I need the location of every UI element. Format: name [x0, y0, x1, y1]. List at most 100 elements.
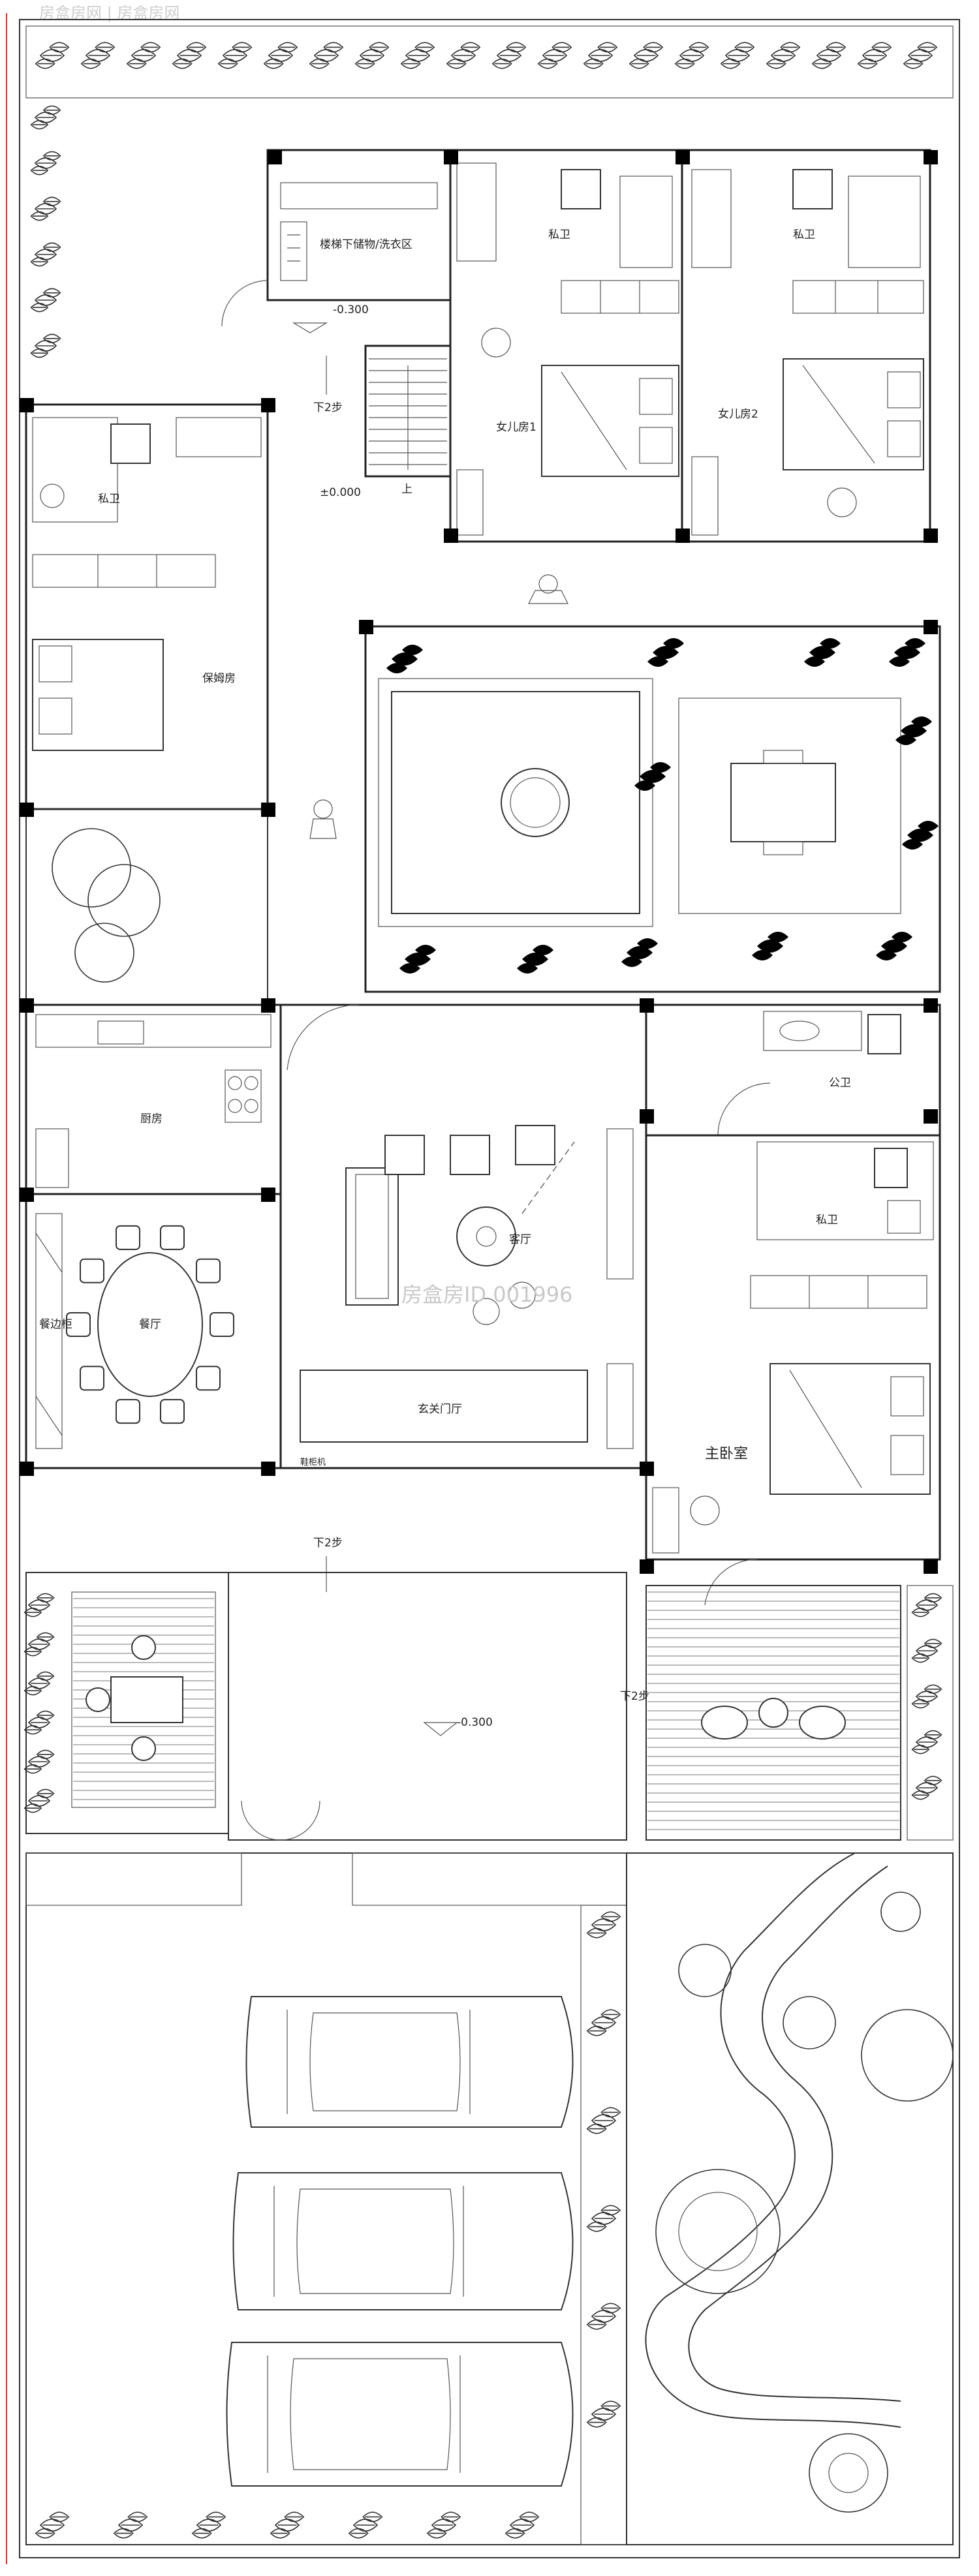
plant-leaf-icon: [915, 1645, 939, 1657]
plant-leaf-icon: [881, 940, 907, 953]
plant-leaf-icon: [27, 1756, 51, 1768]
master-label: 主卧室: [705, 1446, 748, 1462]
plant-leaf-icon: [34, 340, 57, 352]
plant-leaf-icon: [402, 645, 423, 655]
column: [924, 1559, 938, 1574]
column: [268, 150, 282, 164]
dining-chair: [80, 1366, 105, 1391]
plant-leaf-icon: [633, 49, 659, 62]
plant-leaf-icon: [757, 940, 783, 953]
plant-leaf-icon: [27, 1795, 51, 1807]
plant-leaf-icon: [85, 49, 111, 62]
plant-leaf-icon: [30, 303, 49, 313]
plant-leaf-icon: [911, 716, 932, 727]
plant-leaf-icon: [871, 42, 892, 53]
down-2-steps-mid: 下2步: [313, 1537, 343, 1550]
right-terrace: 下2步: [620, 1585, 954, 1841]
plant-leaf-icon: [268, 49, 294, 62]
plant-leaf-icon: [352, 2519, 379, 2532]
daughter2-bath-label: 私卫: [793, 228, 815, 241]
plant-leaf-icon: [196, 2519, 222, 2532]
plant-leaf-icon: [924, 1638, 942, 1648]
plant-leaf-icon: [915, 1691, 939, 1702]
plant-leaf-icon: [902, 839, 923, 850]
column: [444, 529, 458, 543]
daughter1-bath-label: 私卫: [548, 228, 570, 241]
foyer-label: 玄关门厅: [418, 1403, 462, 1416]
plant-leaf-icon: [663, 638, 684, 649]
plant-leaf-icon: [600, 2107, 621, 2118]
plant-leaf-icon: [505, 2528, 525, 2539]
nanny-room: 私卫 保姆房: [25, 403, 269, 810]
plant-leaf-icon: [386, 663, 407, 673]
plant-leaf-icon: [405, 49, 431, 62]
plant-leaf-icon: [597, 42, 618, 53]
plant-leaf-icon: [277, 42, 298, 53]
plant-leaf-icon: [600, 2303, 621, 2314]
landscape-garden: [626, 1852, 954, 2545]
plant-leaf-icon: [23, 1725, 42, 1735]
plant-leaf-icon: [369, 42, 390, 53]
plant-leaf-icon: [191, 2528, 212, 2539]
plant-leaf-icon: [768, 932, 788, 942]
public-bath: 公卫: [645, 1004, 941, 1137]
plant-leaf-icon: [186, 42, 207, 53]
plant-leaf-icon: [313, 49, 339, 62]
plant-leaf-icon: [217, 58, 238, 69]
dining-chair: [210, 1312, 234, 1337]
plant-leaf-icon: [653, 646, 679, 659]
person-figure-1: [528, 574, 568, 604]
plant-leaf-icon: [30, 120, 49, 130]
plant-leaf-icon: [895, 735, 916, 745]
plant-leaf-icon: [600, 2400, 621, 2412]
column: [20, 1188, 34, 1202]
plant-leaf-icon: [915, 1599, 939, 1611]
column: [20, 998, 34, 1013]
center-watermark: 房盒房ID 001996: [401, 1282, 572, 1307]
stair-storage-room: 楼梯下储物/洗衣区 -0.300: [266, 149, 452, 333]
plant-leaf-icon: [586, 1927, 607, 1939]
plant-leaf-icon: [907, 49, 933, 62]
plant-leaf-icon: [924, 1730, 942, 1740]
plant-leaf-icon: [39, 49, 65, 62]
plant-leaf-icon: [34, 157, 57, 169]
stair-up-label: 上: [401, 483, 412, 496]
plant-leaf-icon: [34, 112, 57, 123]
plant-leaf-icon: [323, 42, 344, 53]
plant-leaf-icon: [857, 58, 878, 69]
plant-leaf-icon: [637, 938, 658, 949]
plant-leaf-icon: [591, 2408, 617, 2421]
plant-leaf-icon: [650, 762, 671, 773]
plant-leaf-icon: [460, 42, 481, 53]
plant-leaf-icon: [522, 953, 548, 966]
column: [640, 1559, 654, 1574]
plant-leaf-icon: [586, 2123, 607, 2134]
plant-leaf-icon: [362, 2511, 383, 2522]
plant-leaf-icon: [752, 950, 773, 960]
plant-leaf-icon: [23, 1803, 42, 1813]
left-planting-border: [23, 105, 61, 1813]
plant-leaf-icon: [27, 1599, 51, 1611]
plant-leaf-icon: [263, 58, 284, 69]
plant-leaf-icon: [924, 1684, 942, 1694]
plant-leaf-icon: [117, 2519, 144, 2532]
living-label: 客厅: [509, 1233, 531, 1246]
dining-chair: [195, 1366, 221, 1391]
kitchen: 厨房: [25, 1004, 282, 1195]
shoe-cabinet-label: 鞋柜机: [300, 1457, 326, 1467]
plant-leaf-icon: [905, 638, 925, 649]
plant-leaf-icon: [405, 953, 431, 966]
plant-leaf-icon: [766, 58, 786, 69]
plant-leaf-icon: [140, 42, 161, 53]
dining-chair: [159, 1225, 185, 1250]
plant-leaf-icon: [131, 49, 157, 62]
plant-leaf-icon: [27, 1717, 51, 1728]
column: [676, 150, 690, 164]
plant-leaf-icon: [876, 950, 897, 960]
plant-leaf-icon: [42, 105, 61, 115]
plant-leaf-icon: [591, 2114, 617, 2127]
plant-leaf-icon: [359, 49, 385, 62]
column: [20, 398, 34, 412]
plant-leaf-icon: [533, 945, 553, 955]
column: [924, 620, 938, 634]
